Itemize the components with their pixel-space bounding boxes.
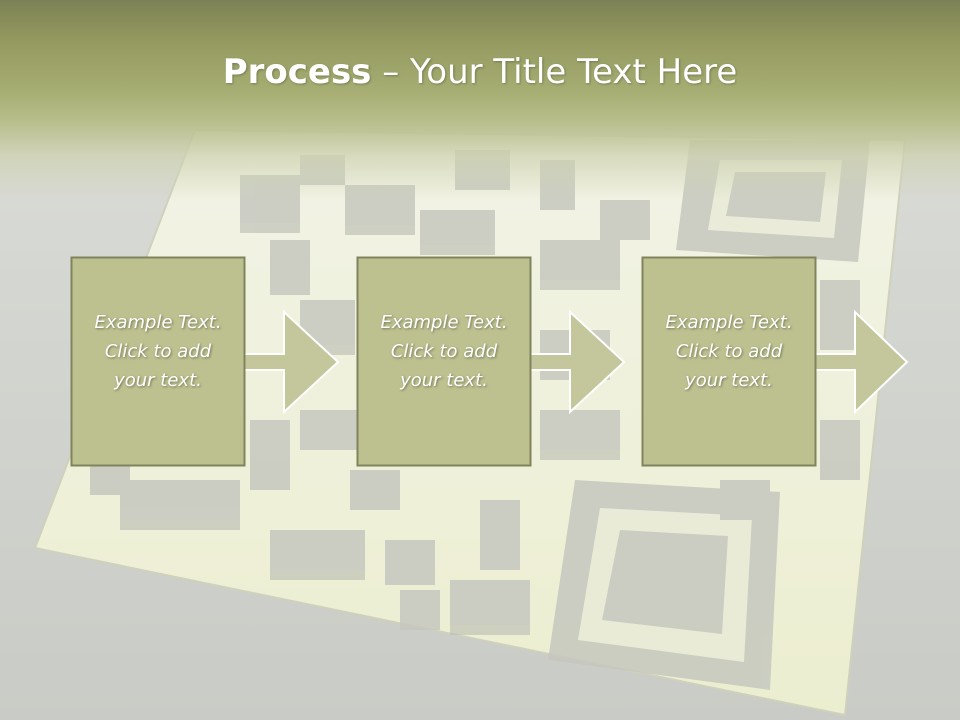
step-2-line-2: Click to add (390, 341, 498, 362)
step-2-line-1: Example Text. (380, 312, 508, 333)
step-2-arrow (527, 309, 626, 415)
title-band (0, 0, 960, 200)
step-3-shape (641, 256, 909, 467)
step-3-line-1: Example Text. (665, 312, 793, 333)
process-step-2[interactable]: Example Text. Click to add your text. (356, 256, 636, 468)
process-step-1[interactable]: Example Text. Click to add your text. (70, 256, 350, 468)
step-1-shape (70, 256, 340, 467)
step-2-text[interactable]: Example Text. Click to add your text. (360, 308, 528, 395)
step-2-box (356, 256, 532, 467)
step-3-text[interactable]: Example Text. Click to add your text. (645, 308, 813, 395)
step-3-line-2: Click to add (675, 341, 783, 362)
step-3-line-3: your text. (685, 370, 773, 391)
step-2-line-3: your text. (400, 370, 488, 391)
step-2-shape (356, 256, 626, 467)
step-1-line-1: Example Text. (94, 312, 222, 333)
step-1-text[interactable]: Example Text. Click to add your text. (74, 308, 242, 395)
step-1-arrow (241, 309, 340, 415)
title-bold-word: Process (222, 52, 372, 92)
step-1-box (70, 256, 246, 467)
step-1-line-3: your text. (114, 370, 202, 391)
process-step-3[interactable]: Example Text. Click to add your text. (641, 256, 921, 468)
title-rest: – Your Title Text Here (371, 52, 738, 92)
slide-title[interactable]: Process – Your Title Text Here (0, 52, 960, 92)
step-1-line-2: Click to add (104, 341, 212, 362)
step-3-box (641, 256, 817, 467)
step-3-arrow (812, 309, 909, 415)
